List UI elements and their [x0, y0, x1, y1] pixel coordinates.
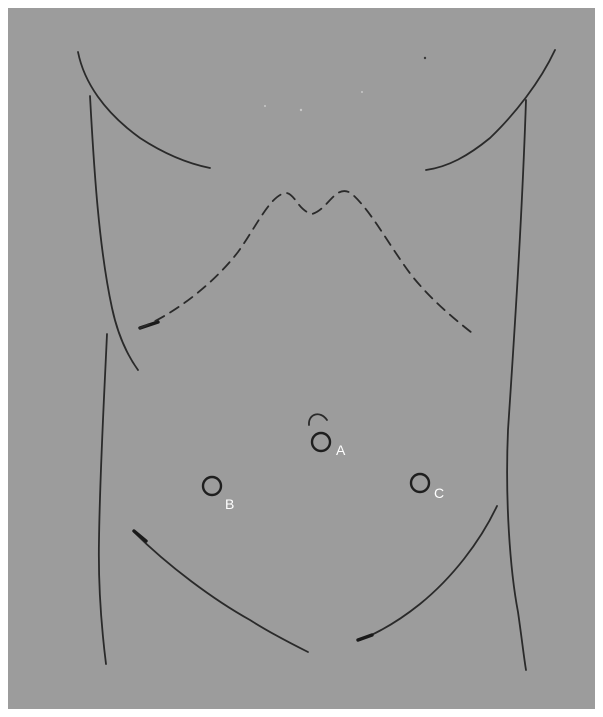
speck-1 [300, 109, 302, 111]
port-label-a: A [336, 442, 346, 458]
speck-2 [264, 105, 266, 107]
paper-background [8, 8, 595, 709]
ink-dot [424, 57, 426, 59]
port-label-b: B [225, 496, 234, 512]
speck-3 [361, 91, 363, 93]
port-label-c: C [434, 485, 444, 501]
